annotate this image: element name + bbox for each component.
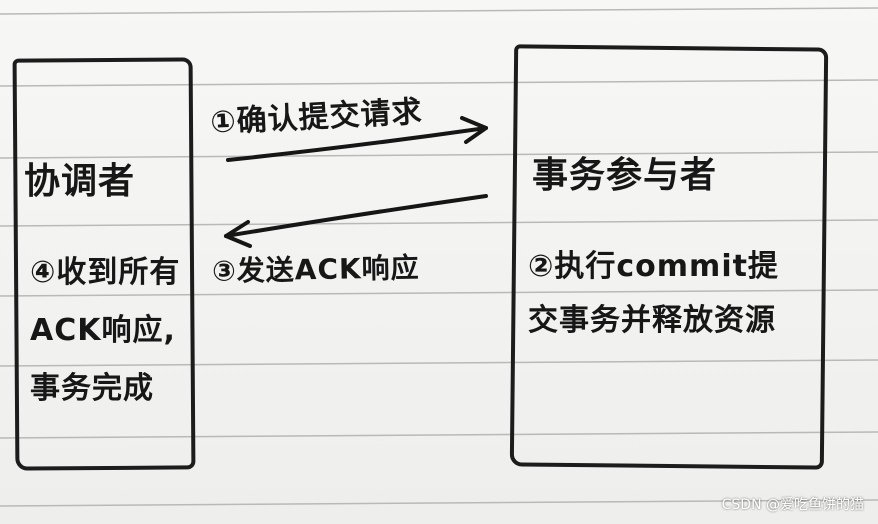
arrow-left-icon xyxy=(224,194,488,248)
coordinator-title: 协调者 xyxy=(24,161,136,202)
watermark: CSDN @爱吃鱼饼的猫 xyxy=(721,497,864,513)
participant-step-2: ②执行commit提交事务并释放资源 xyxy=(528,249,779,338)
participant-title: 事务参与者 xyxy=(532,155,718,196)
arrow-right-icon xyxy=(226,116,488,162)
coordinator-step-4: ④收到所有ACK响应,事务完成 xyxy=(30,255,181,406)
